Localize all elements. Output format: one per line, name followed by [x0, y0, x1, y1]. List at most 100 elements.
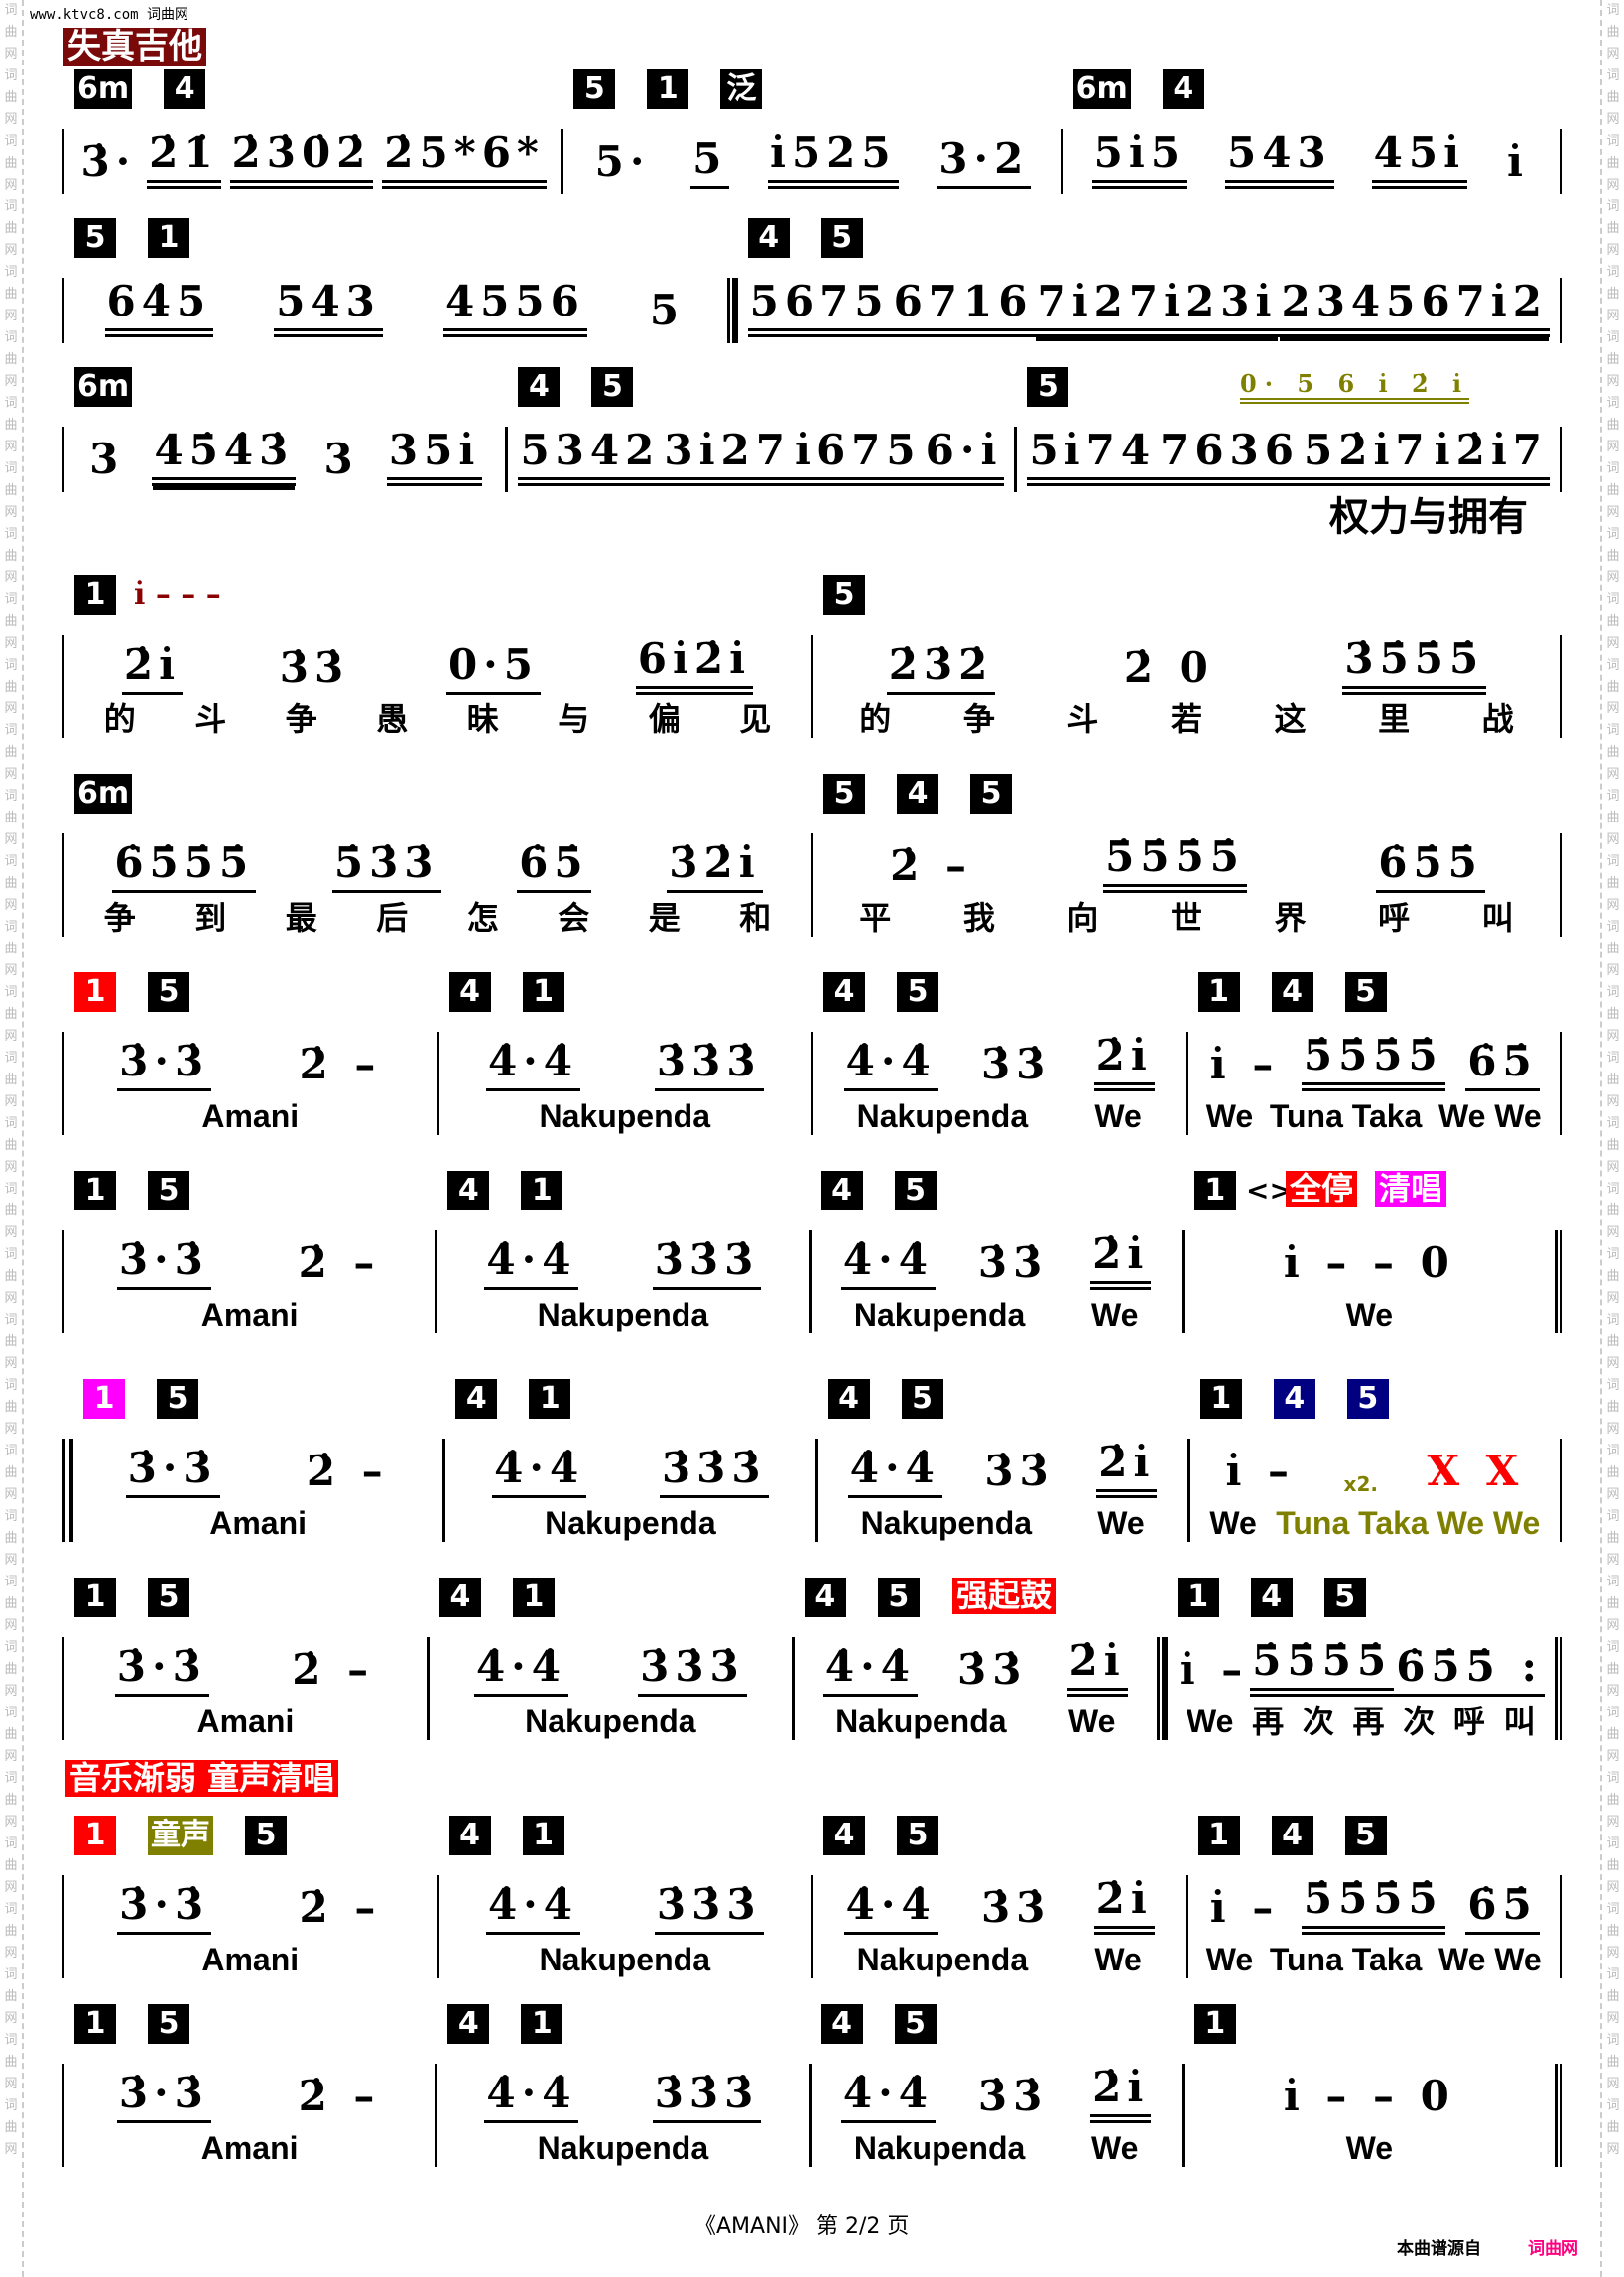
chord-row: 6m	[74, 774, 811, 814]
note-group: 3̇·3̇	[116, 1236, 211, 1290]
lyric: 斗	[1066, 701, 1099, 737]
chord-label: 5	[1346, 1379, 1389, 1419]
chord-row: 6m	[74, 367, 505, 407]
note-group: 6̇5̇5̇	[1376, 839, 1485, 893]
chord-label: 5	[901, 1379, 943, 1419]
chord-label: 童声	[148, 1816, 213, 1855]
chord-label: 6m	[74, 69, 133, 109]
page-footer: 《AMANI》 第 2/2 页	[694, 2214, 910, 2239]
watermark-left: 词曲网词曲网词曲网词曲网词曲网词曲网词曲网词曲网词曲网词曲网词曲网词曲网词曲网词…	[0, 0, 24, 2277]
lyric: 偏	[648, 701, 681, 737]
lyric: Tuna Taka We We	[1276, 1505, 1541, 1541]
note-group: 6̇5̇	[1465, 1881, 1540, 1935]
chord-label: 1	[522, 972, 564, 1012]
lyric-row: Amani	[83, 1504, 433, 1542]
lyric: Nakupenda	[856, 1942, 1029, 1977]
note-group: 45i̇	[1371, 129, 1468, 189]
chord-label: 4	[1271, 972, 1313, 1012]
note-row: 4̇·4̇3̇3̇3̇	[439, 1637, 782, 1697]
note-group: 4̇·4̇	[843, 1881, 938, 1935]
lyric-row: We	[1194, 1296, 1545, 1333]
lyric-row: Nakupenda	[447, 2129, 798, 2167]
lyric: 次	[1302, 1704, 1334, 1739]
note-group: 7636	[1158, 427, 1302, 486]
chord-label: 1	[83, 1379, 125, 1419]
lyric-row: 的争斗若这里战	[823, 700, 1550, 738]
drum-tag: 强起鼓	[952, 1578, 1057, 1614]
lyric: 争	[962, 701, 995, 737]
note-group: i̇ –	[1209, 1882, 1280, 1932]
note-group: 3̇5̇5̇5̇	[1342, 635, 1487, 695]
chord-label: 6m	[74, 367, 133, 407]
chord-label: 1	[522, 1816, 564, 1855]
lyric: Nakupenda	[860, 1505, 1033, 1541]
chord-label: 5	[1344, 972, 1387, 1012]
note-row: 4̇·4̇3̇3̇2̇i̇	[828, 1439, 1178, 1498]
lyric: 里	[1378, 701, 1411, 737]
chord-label: 4	[804, 1578, 846, 1617]
note-group: 5i̇74	[1027, 427, 1159, 486]
chord-row: 5	[1027, 367, 1560, 407]
lyric: 怎	[466, 900, 499, 936]
note-group: 2̇i̇	[1093, 1032, 1155, 1091]
lyric: 的	[103, 701, 136, 737]
chord-label: 5	[897, 972, 938, 1012]
chord-label: 5	[970, 774, 1012, 814]
lyric: 向	[1066, 900, 1099, 936]
chord-label: 5	[245, 1816, 287, 1855]
cresc-mark: <>	[1246, 1174, 1293, 1206]
chord-label: 5	[148, 1578, 189, 1617]
lyric: We	[1345, 1297, 1394, 1332]
note-group: 7i̇27i̇23i̇	[1035, 278, 1280, 337]
chord-label: 4	[897, 774, 938, 814]
lyric-row: Nakupenda	[449, 1097, 802, 1135]
note-group: 234567i̇2	[1279, 278, 1550, 337]
note-group: 35i̇	[386, 427, 483, 486]
chord-label: 5	[823, 774, 865, 814]
lyric: We	[1205, 1098, 1254, 1134]
lyric: 我	[962, 900, 995, 936]
note-group: 2̇ –	[299, 1882, 382, 1932]
lyric: Amani	[201, 1098, 300, 1134]
note-group: 2̇i̇	[1066, 1637, 1128, 1697]
lyric: We	[1187, 1704, 1234, 1739]
note-group: 4556	[442, 278, 587, 337]
note-group: 3̇·3̇	[116, 2070, 211, 2123]
note-group: 2̇ –	[292, 1644, 375, 1694]
note-group: 3̇3̇	[984, 1446, 1055, 1495]
note-group: 2̇ 0	[1123, 642, 1214, 692]
chord-label: 5	[157, 1379, 198, 1419]
note-group: 3̇3̇	[977, 2071, 1049, 2120]
note-group: 4̇·4̇	[485, 1038, 581, 1091]
lyric: We We	[1437, 1942, 1542, 1977]
lyric-row: Amani	[74, 2129, 425, 2167]
note-row: i̇ – – 0	[1194, 1230, 1545, 1290]
chord-label: 4	[823, 972, 865, 1012]
acapella-tag: 清唱	[1375, 1171, 1447, 1207]
note-group: 4̇·4̇	[473, 1643, 569, 1697]
note-group: X X	[1427, 1446, 1525, 1495]
chord-row: 1	[1193, 2004, 1555, 2044]
lyric-row: Amani	[74, 1703, 417, 1740]
lyric-row: Nakupenda	[449, 1941, 802, 1978]
lyric: 会	[558, 900, 590, 936]
